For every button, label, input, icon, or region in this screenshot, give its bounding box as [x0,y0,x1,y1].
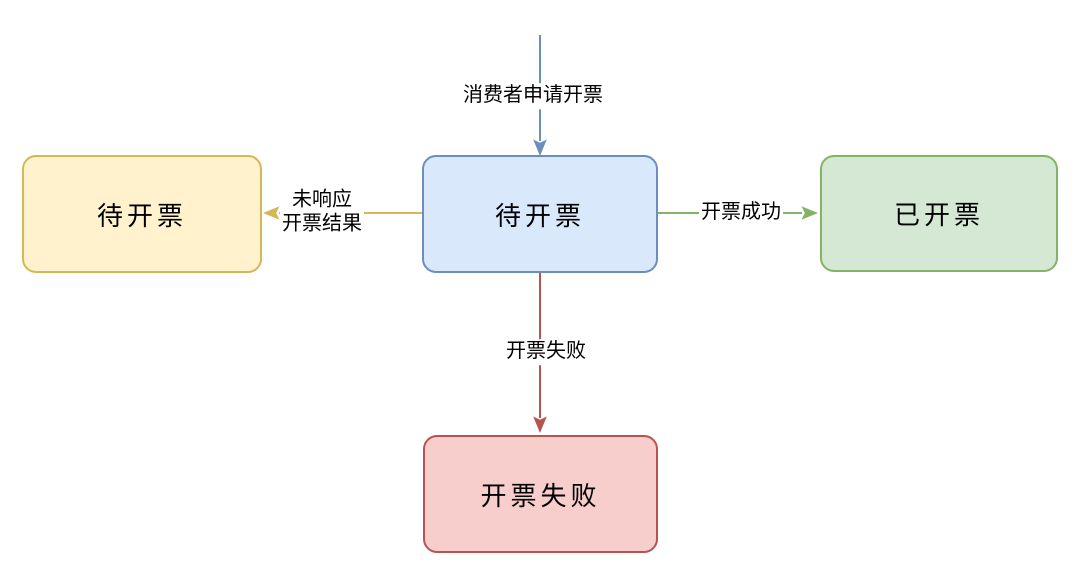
node-pending-invoice-center: 待开票 [422,155,658,273]
edge-label-invoice-success: 开票成功 [699,200,783,226]
node-invoiced: 已开票 [820,155,1058,272]
node-pending-invoice-left: 待开票 [22,155,262,273]
node-invoice-failed: 开票失败 [423,435,658,553]
node-label: 待开票 [494,200,585,231]
node-label: 待开票 [96,200,187,231]
arrowhead-down-icon [533,416,547,433]
arrowhead-right-icon [801,206,818,220]
edge-label-invoice-fail: 开票失败 [504,339,588,365]
edge-label-no-response: 未响应 开票结果 [280,187,364,237]
node-label: 开票失败 [480,480,601,511]
node-label: 已开票 [893,200,984,230]
arrowhead-left-icon [263,206,280,220]
edge-label-consumer-apply: 消费者申请开票 [461,83,605,109]
edge-label-line: 开票结果 [282,212,362,234]
edge-label-line: 未响应 [292,188,352,211]
arrowhead-down-icon [533,139,547,156]
